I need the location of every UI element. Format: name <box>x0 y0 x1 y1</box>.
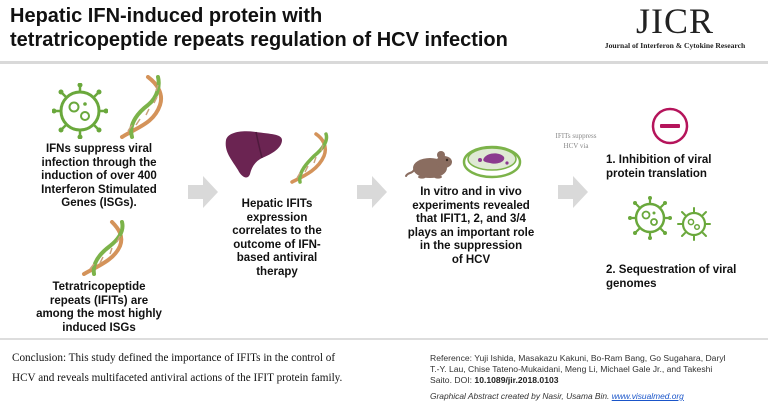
page-title: Hepatic IFN-induced protein with tetratr… <box>10 4 570 52</box>
flow-arrow-icon <box>357 176 387 208</box>
ifn-line: induction of over 400 <box>41 170 157 182</box>
dna-icon <box>82 220 125 276</box>
petri-dish-icon <box>462 145 522 179</box>
translation-inhibition-item: 1. Inhibition of viral protein translati… <box>606 154 764 181</box>
virus-icon <box>677 207 711 241</box>
header-divider <box>0 61 768 64</box>
reference-line: Reference: Yuji Ishida, Masakazu Kakuni,… <box>430 353 726 363</box>
genome-sequestration-item: 2. Sequestration of viral genomes <box>606 264 766 291</box>
mechanism-label: IFITs suppress HCV via <box>546 131 606 151</box>
ifit-line: induced ISGs <box>62 321 136 334</box>
virus-icon <box>628 196 672 240</box>
translation-line: 1. Inhibition of viral <box>606 154 712 166</box>
hepatic-line: therapy <box>256 265 298 278</box>
reference-tail: Saito. DOI: <box>430 375 475 385</box>
visualmed-link[interactable]: www.visualmed.org <box>611 391 684 401</box>
journal-abbreviation: JICR <box>635 1 715 41</box>
flow-arrow-icon <box>558 176 588 208</box>
conclusion-line: HCV and reveals multifaceted antiviral a… <box>12 372 343 384</box>
sequestration-line: 2. Sequestration of viral <box>606 264 737 276</box>
hepatic-line: outcome of IFN- <box>233 238 321 251</box>
ifit-description: Tetratricopeptide repeats (IFITs) are am… <box>14 281 184 335</box>
reference-line: Saito. DOI: 10.1089/jir.2018.0103 <box>430 375 765 386</box>
title-line-2: tetratricopeptide repeats regulation of … <box>10 29 508 51</box>
experiment-line: that IFIT1, 2, and 3/4 <box>416 213 526 225</box>
ifn-description: IFNs suppress viral infection through th… <box>14 143 184 211</box>
experiment-description: In vitro and in vivo experiments reveale… <box>396 186 546 267</box>
hepatic-line: expression <box>246 211 308 224</box>
reference-citation: Reference: Yuji Ishida, Masakazu Kakuni,… <box>430 353 765 386</box>
experiment-line: of HCV <box>451 253 491 266</box>
hepatic-line: correlates to the <box>232 225 322 237</box>
experiment-line: In vitro and in vivo <box>420 186 522 198</box>
sequestration-line: genomes <box>606 277 657 290</box>
title-line-1: Hepatic IFN-induced protein with <box>10 5 323 27</box>
hepatic-ifit-description: Hepatic IFITs expression correlates to t… <box>214 198 340 279</box>
experiment-line: plays an important role <box>407 226 535 239</box>
footer-divider <box>0 338 768 340</box>
experiment-line: in the suppression <box>419 240 523 252</box>
experiment-line: experiments revealed <box>412 199 530 212</box>
ifn-line: Interferon Stimulated <box>41 183 157 196</box>
virus-icon <box>52 83 108 139</box>
mechanism-label-line: IFITs suppress <box>555 132 597 140</box>
inhibition-icon <box>651 107 689 145</box>
flow-arrow-icon <box>188 176 218 208</box>
hepatic-line: Hepatic IFITs <box>241 198 313 210</box>
reference-line: T.-Y. Lau, Chise Tateno-Mukaidani, Meng … <box>430 364 713 374</box>
journal-logo: JICR Journal of Interferon & Cytokine Re… <box>590 2 760 50</box>
ifit-line: among the most highly <box>36 308 162 320</box>
hepatic-line: based antiviral <box>236 252 318 264</box>
dna-icon <box>290 132 329 184</box>
ifit-line: Tetratricopeptide <box>52 281 146 293</box>
mouse-icon <box>405 151 452 179</box>
credit-line: Graphical Abstract created by Nasir, Usa… <box>430 391 765 401</box>
ifn-line: infection through the <box>41 156 157 169</box>
journal-full-name: Journal of Interferon & Cytokine Researc… <box>604 41 746 50</box>
dna-icon <box>120 75 163 139</box>
ifn-line: IFNs suppress viral <box>45 143 153 155</box>
ifit-line: repeats (IFITs) are <box>49 294 149 307</box>
liver-icon <box>225 131 282 178</box>
credit-text: Graphical Abstract created by Nasir, Usa… <box>430 391 612 401</box>
doi-link[interactable]: 10.1089/jir.2018.0103 <box>474 375 559 385</box>
mechanism-label-line: HCV via <box>563 142 589 150</box>
ifn-line: Genes (ISGs). <box>61 197 137 209</box>
translation-line: protein translation <box>606 167 707 180</box>
conclusion-text: Conclusion: This study defined the impor… <box>12 348 407 388</box>
conclusion-line: Conclusion: This study defined the impor… <box>12 352 336 364</box>
